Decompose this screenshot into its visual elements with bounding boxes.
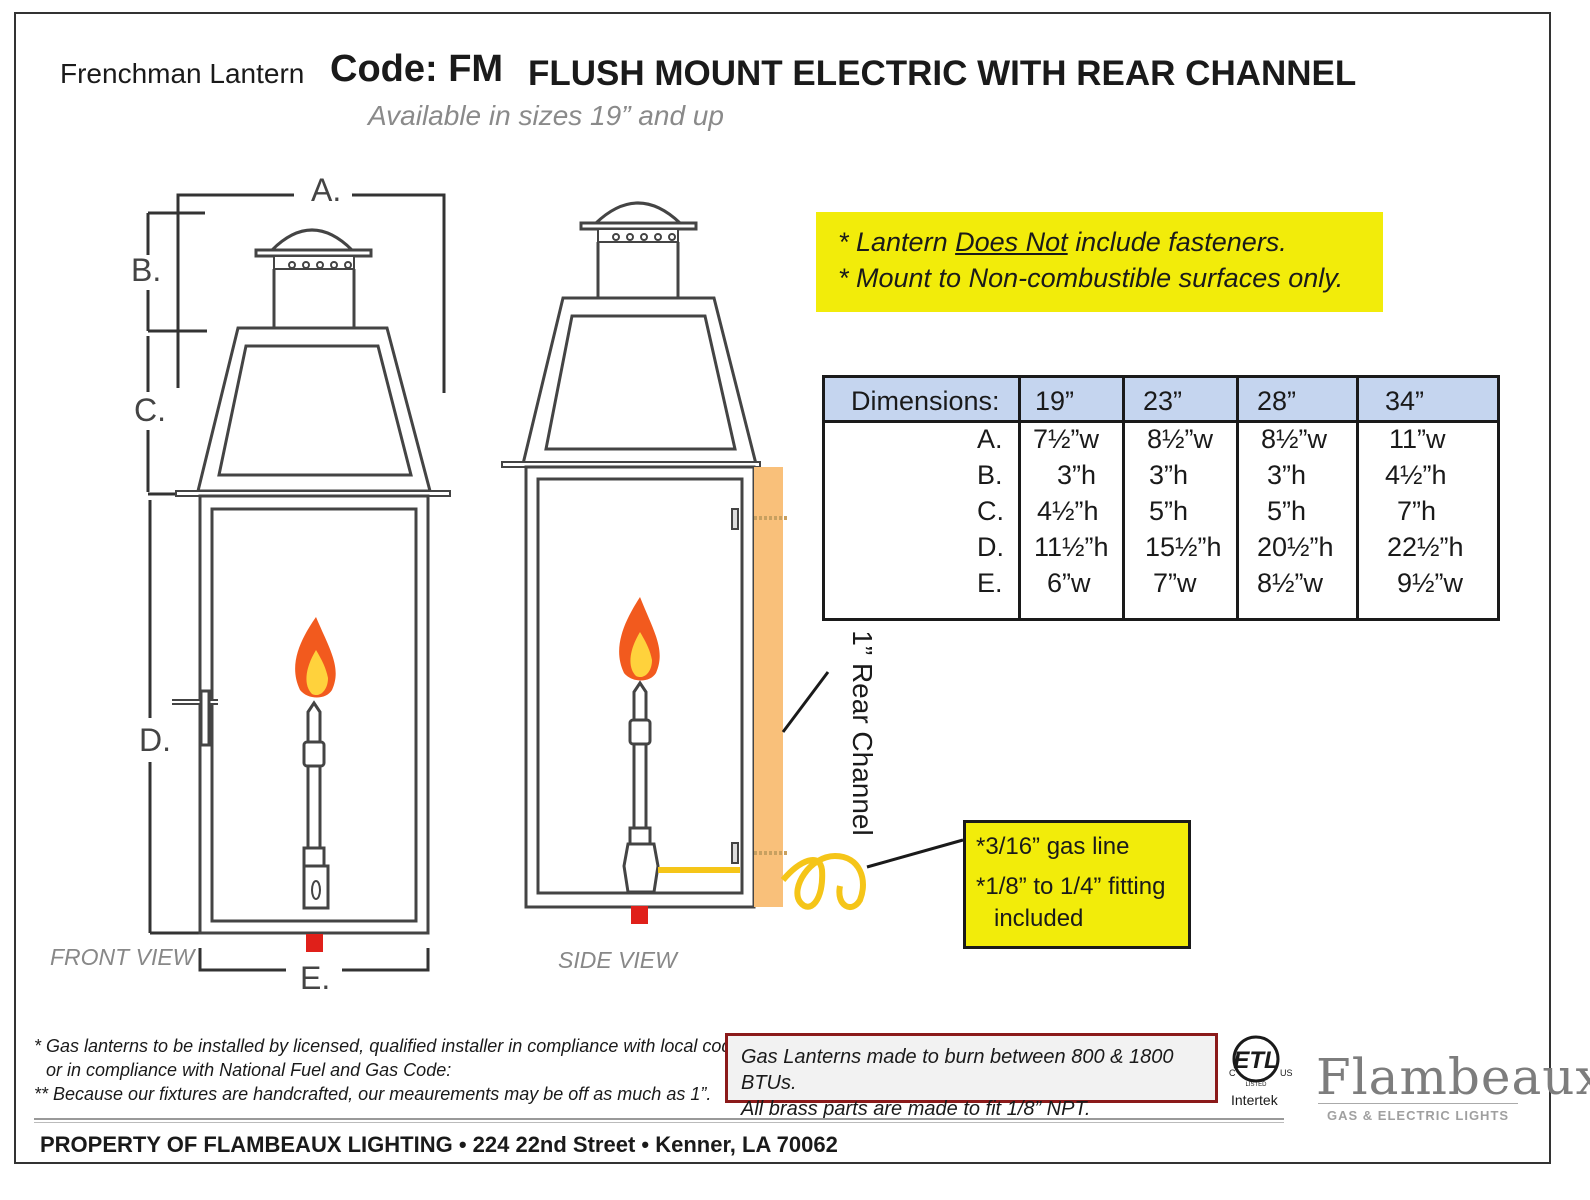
row-label: E. bbox=[977, 568, 1003, 598]
side-flame bbox=[619, 597, 660, 681]
table-cell: 7”w bbox=[1153, 568, 1197, 598]
page-frame bbox=[14, 12, 1551, 1164]
table-cell: 5”h bbox=[1267, 496, 1307, 526]
table-cell: 3”h bbox=[1267, 460, 1307, 490]
gas-line-coil bbox=[780, 852, 866, 910]
btu-note: Gas Lanterns made to burn between 800 & … bbox=[725, 1033, 1218, 1120]
front-view-label: FRONT VIEW bbox=[50, 944, 195, 970]
front-flame bbox=[295, 617, 336, 698]
table-cell: 11½”h bbox=[1034, 532, 1109, 562]
front-view-drawing bbox=[146, 193, 451, 972]
table-cell: 8½”w bbox=[1257, 568, 1324, 598]
col-header-28: 28” bbox=[1257, 386, 1297, 416]
brand-name: Frenchman Lantern bbox=[60, 58, 305, 89]
page-subtitle: Available in sizes 19” and up bbox=[368, 100, 724, 131]
row-label: C. bbox=[977, 496, 1004, 526]
product-code: Code: FM bbox=[330, 48, 504, 90]
disclaimer-line: or in compliance with National Fuel and … bbox=[46, 1060, 452, 1080]
dimensions-table: Dimensions: 19” 23” 28” 34” A. 7½”w 8½”w… bbox=[822, 375, 1500, 621]
table-cell: 22½”h bbox=[1387, 532, 1464, 562]
side-view-drawing bbox=[501, 201, 761, 924]
etl-text: ETL bbox=[1233, 1047, 1278, 1074]
page-title: FLUSH MOUNT ELECTRIC WITH REAR CHANNEL bbox=[528, 54, 1357, 93]
table-cell: 7½”w bbox=[1033, 424, 1100, 454]
flambeaux-logo: Flambeaux bbox=[1316, 1048, 1590, 1106]
table-cell: 9½”w bbox=[1397, 568, 1464, 598]
gas-note-line: *3/16” gas line bbox=[976, 833, 1130, 860]
disclaimer-line: ** Because our fixtures are handcrafted,… bbox=[34, 1084, 712, 1104]
gas-line-note: *3/16” gas line *1/8” to 1/4” fitting in… bbox=[963, 820, 1191, 949]
row-label: B. bbox=[977, 460, 1003, 490]
table-cell: 3”h bbox=[1057, 460, 1097, 490]
disclaimer-line: * Gas lanterns to be installed by licens… bbox=[34, 1036, 756, 1056]
row-label: A. bbox=[977, 424, 1003, 454]
row-label: D. bbox=[977, 532, 1004, 562]
side-view-label: SIDE VIEW bbox=[558, 947, 677, 973]
table-cell: 4½”h bbox=[1037, 496, 1099, 526]
etl-listed-mark: ETL C US LISTED bbox=[1229, 1035, 1293, 1088]
dim-label-e: E. bbox=[300, 960, 331, 996]
rear-channel-label: 1” Rear Channel bbox=[847, 630, 878, 836]
col-header-19: 19” bbox=[1035, 386, 1075, 416]
gas-note-line: included bbox=[994, 905, 1084, 932]
col-header-23: 23” bbox=[1143, 386, 1183, 416]
note-emphasis: Does Not bbox=[955, 227, 1068, 257]
logo-tagline: GAS & ELECTRIC LIGHTS bbox=[1327, 1108, 1510, 1123]
fastener-notes: * Lantern Does Not include fasteners. * … bbox=[816, 212, 1383, 312]
intertek-label: Intertek bbox=[1231, 1092, 1278, 1108]
btu-note-line: All brass parts are made to fit 1/8” NPT… bbox=[741, 1098, 1091, 1120]
table-cell: 8½”w bbox=[1147, 424, 1214, 454]
dim-label-b: B. bbox=[131, 252, 162, 288]
dim-label-c: C. bbox=[134, 392, 166, 428]
table-cell: 8½”w bbox=[1261, 424, 1328, 454]
dim-label-d: D. bbox=[139, 722, 171, 758]
etl-listed: LISTED bbox=[1245, 1082, 1267, 1088]
table-cell: 15½”h bbox=[1145, 532, 1222, 562]
table-cell: 6”w bbox=[1047, 568, 1091, 598]
footer-address: PROPERTY OF FLAMBEAUX LIGHTING • 224 22n… bbox=[40, 1132, 838, 1157]
table-header bbox=[825, 378, 1497, 423]
table-cell: 5”h bbox=[1149, 496, 1189, 526]
dim-label-a: A. bbox=[311, 172, 342, 208]
installation-disclaimer: * Gas lanterns to be installed by licens… bbox=[34, 1034, 755, 1106]
note-surfaces: * Mount to Non-combustible surfaces only… bbox=[838, 263, 1344, 293]
note-fasteners: * Lantern Does Not include fasteners. bbox=[838, 227, 1287, 257]
btu-note-line: Gas Lanterns made to burn between 800 & … bbox=[741, 1046, 1174, 1094]
gas-note-line: *1/8” to 1/4” fitting bbox=[976, 873, 1166, 900]
table-cell: 11”w bbox=[1389, 424, 1446, 454]
table-cell: 7”h bbox=[1397, 496, 1437, 526]
table-cell: 3”h bbox=[1149, 460, 1189, 490]
etl-us: US bbox=[1280, 1068, 1293, 1078]
rear-channel bbox=[754, 467, 783, 907]
table-header-label: Dimensions: bbox=[851, 386, 1000, 416]
table-cell: 20½”h bbox=[1257, 532, 1334, 562]
table-cell: 4½”h bbox=[1385, 460, 1447, 490]
etl-c: C bbox=[1229, 1068, 1236, 1078]
col-header-34: 34” bbox=[1385, 386, 1425, 416]
